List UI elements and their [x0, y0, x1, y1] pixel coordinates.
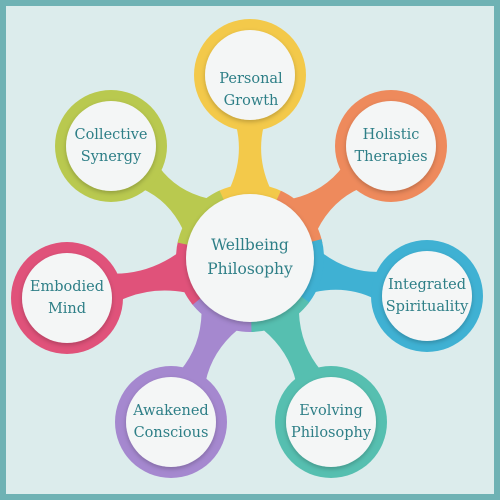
circle-collective-synergy — [66, 101, 156, 191]
connector-integrated-spirituality — [314, 253, 382, 300]
circle-integrated-spirituality — [382, 251, 472, 341]
center-circle — [186, 194, 314, 322]
connector-awakened-conscious — [180, 312, 238, 384]
circle-awakened-conscious — [126, 377, 216, 467]
connector-embodied-mind — [112, 253, 186, 302]
circle-embodied-mind — [22, 253, 112, 343]
center-group — [175, 184, 325, 332]
circle-holistic-therapies — [346, 101, 436, 191]
circle-evolving-philosophy — [286, 377, 376, 467]
outer-rings — [11, 19, 483, 478]
connector-personal-growth — [230, 125, 270, 188]
connector-evolving-philosophy — [263, 311, 322, 384]
circle-personal-growth — [205, 30, 295, 120]
